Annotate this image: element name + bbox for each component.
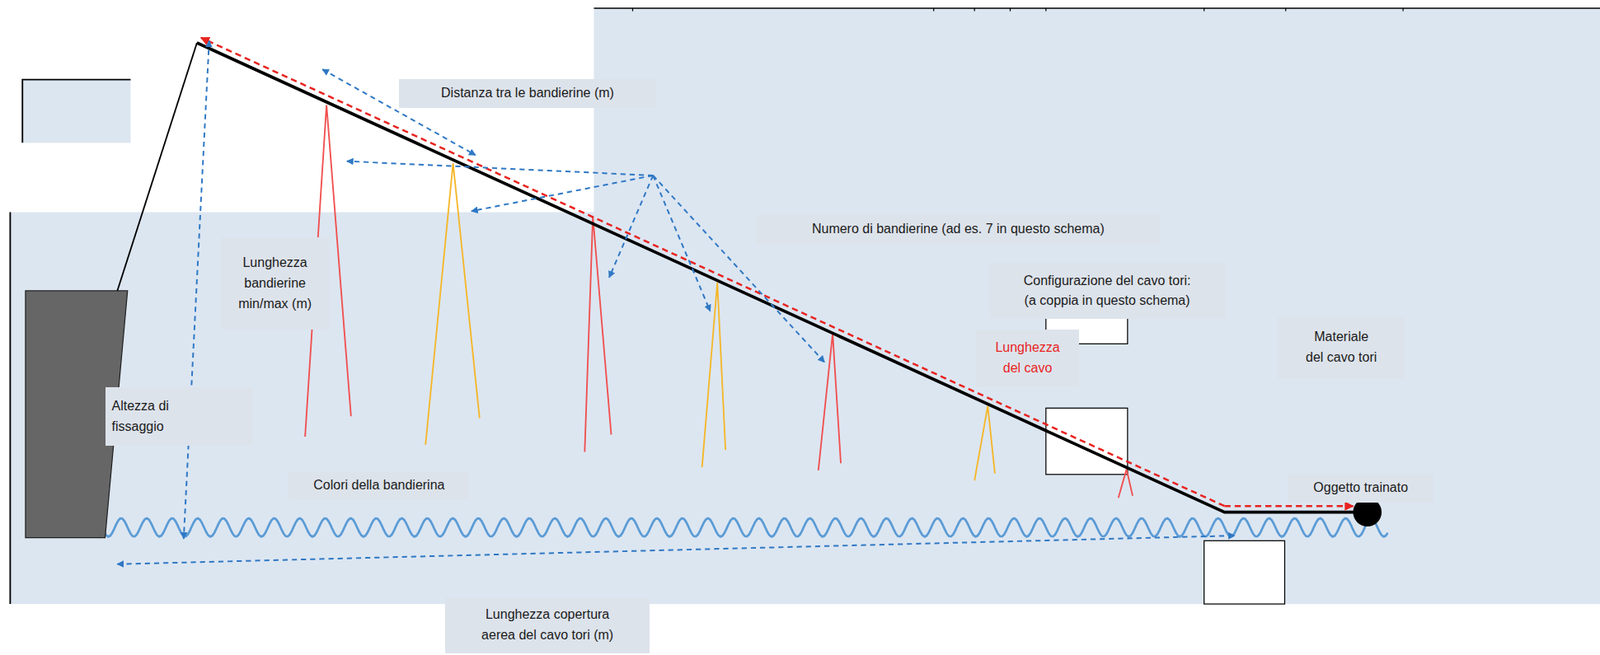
white-box bbox=[1046, 408, 1128, 474]
label-box: Distanza tra le bandierine (m) bbox=[398, 79, 657, 108]
label-text: Oggetto trainato bbox=[1313, 478, 1408, 499]
label-text: Distanza tra le bandierine (m) bbox=[441, 83, 615, 104]
label-text: Lunghezza del cavo bbox=[982, 337, 1074, 380]
cable-length-arrow bbox=[1224, 505, 1353, 507]
label-box: Lunghezza del cavo bbox=[975, 329, 1080, 389]
top-border bbox=[593, 7, 1600, 9]
label-box: Lunghezza copertura aerea del cavo tori … bbox=[445, 597, 650, 654]
small-panel-border bbox=[22, 79, 131, 144]
label-box: Numero di bandierine (ad es. 7 in questo… bbox=[755, 214, 1160, 245]
top-ticks bbox=[632, 8, 1403, 12]
label-box: Oggetto trainato bbox=[1287, 473, 1434, 503]
tori-pole bbox=[117, 42, 198, 291]
label-text: Altezza di fissaggio bbox=[112, 396, 212, 438]
tori-line bbox=[197, 42, 1368, 513]
left-border bbox=[9, 212, 11, 606]
label-box: Lunghezza bandierine min/max (m) bbox=[220, 237, 330, 329]
label-text: Numero di bandierine (ad es. 7 in questo… bbox=[811, 219, 1105, 240]
label-text: Colori della bandierina bbox=[313, 475, 445, 497]
label-text: Lunghezza bandierine min/max (m) bbox=[227, 253, 324, 315]
label-box: Materiale del cavo tori bbox=[1277, 316, 1406, 381]
dimension-arrows bbox=[117, 41, 1235, 565]
label-box: Colori della bandierina bbox=[288, 471, 470, 501]
label-text: Lunghezza copertura aerea del cavo tori … bbox=[451, 605, 643, 647]
label-text: Configurazione del cavo tori: (a coppia … bbox=[999, 271, 1215, 313]
label-text: Materiale del cavo tori bbox=[1285, 327, 1398, 369]
sea-wave bbox=[102, 518, 1389, 537]
white-box bbox=[1204, 540, 1286, 605]
sea-region bbox=[9, 212, 1600, 606]
label-box: Altezza di fissaggio bbox=[105, 387, 254, 446]
label-box: Configurazione del cavo tori: (a coppia … bbox=[989, 262, 1226, 320]
small-panel bbox=[22, 79, 131, 144]
